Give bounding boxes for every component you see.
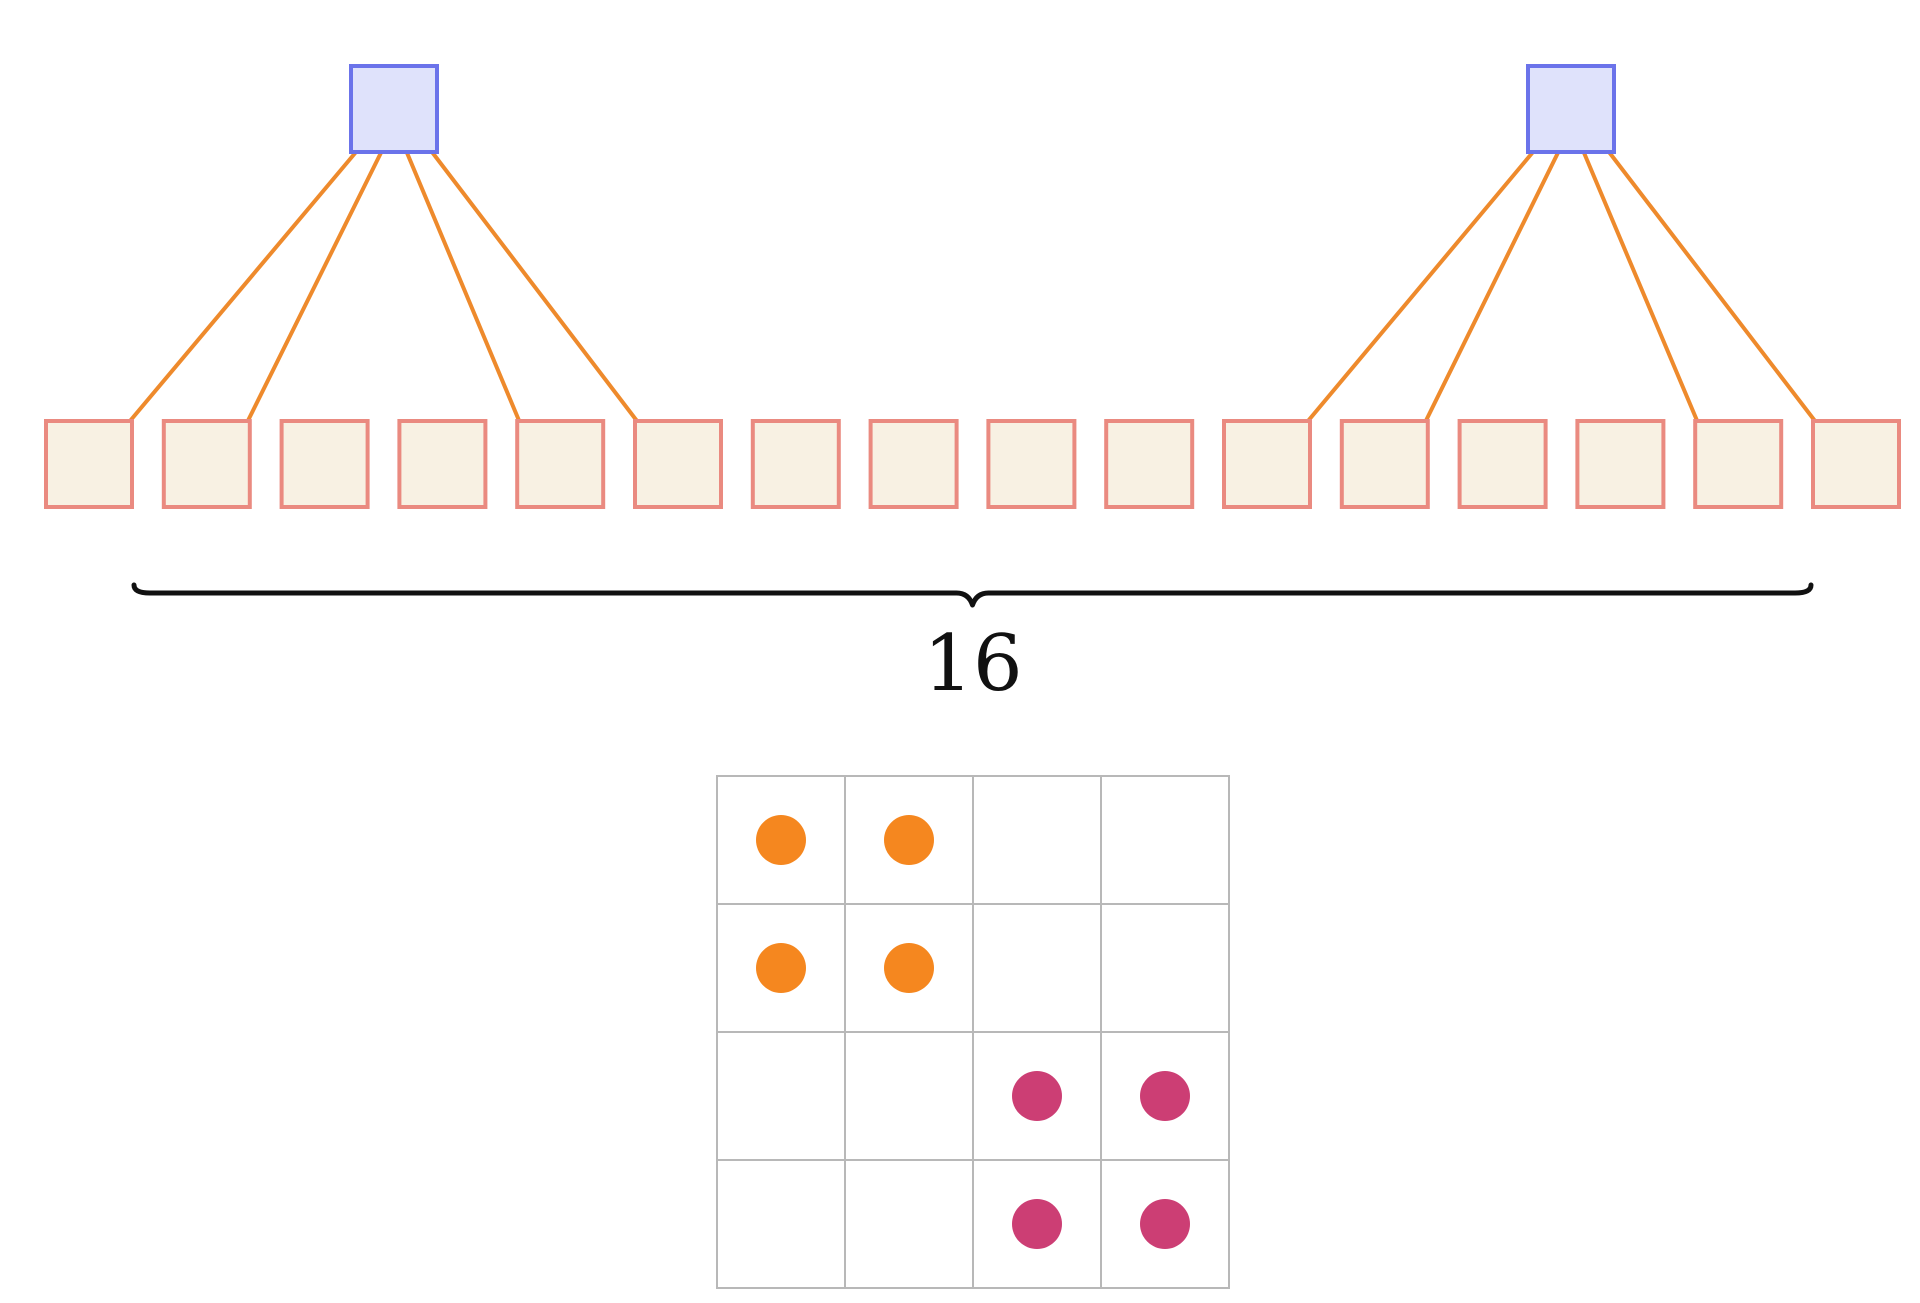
magenta-dot: [1012, 1071, 1062, 1121]
brace-curve: [131, 582, 1814, 608]
parent-node-right: [1526, 64, 1616, 154]
leaf-node: [633, 419, 723, 509]
leaf-node: [279, 419, 370, 509]
grid-cell: [1100, 1159, 1230, 1289]
orange-dot: [884, 943, 934, 993]
tree-edge: [1306, 150, 1535, 423]
leaf-node: [161, 419, 252, 509]
parent-nodes: [349, 64, 1616, 154]
leaf-node: [1457, 419, 1548, 509]
grid-cell: [716, 1031, 846, 1161]
leaf-node: [1811, 419, 1901, 509]
edge-group: [128, 150, 1817, 423]
leaf-node: [1339, 419, 1430, 509]
leaf-row: [44, 419, 1901, 509]
tree-edge: [245, 150, 384, 423]
leaf-node: [868, 419, 959, 509]
grid-cell: [844, 1031, 974, 1161]
orange-dot: [884, 815, 934, 865]
tree-edge: [404, 150, 522, 423]
grid-cell: [972, 1031, 1102, 1161]
leaf-node: [397, 419, 488, 509]
tree-edge: [1581, 150, 1700, 423]
leaf-node: [986, 419, 1077, 509]
grid-cell: [972, 775, 1102, 905]
leaf-node: [1222, 419, 1312, 509]
grid-cell: [716, 1159, 846, 1289]
grid-cell: [844, 1159, 974, 1289]
leaf-node: [515, 419, 606, 509]
brace: 16: [131, 582, 1814, 709]
leaf-node: [44, 419, 134, 509]
grid-cell: [1100, 903, 1230, 1033]
grid-cell: [1100, 775, 1230, 905]
magenta-dot: [1140, 1199, 1190, 1249]
leaf-node: [1575, 419, 1666, 509]
magenta-dot: [1012, 1199, 1062, 1249]
tree-edge: [430, 150, 639, 423]
count-label: 16: [923, 619, 1022, 709]
grid-dots: [756, 815, 1190, 1249]
leaf-node: [1693, 419, 1784, 509]
tree-edge: [1423, 150, 1561, 423]
tree-edge: [1607, 150, 1817, 423]
tree-edge: [128, 150, 358, 423]
leaf-node: [750, 419, 841, 509]
orange-dot: [756, 943, 806, 993]
parent-node-left: [349, 64, 439, 154]
leaf-node: [1104, 419, 1195, 509]
magenta-dot: [1140, 1071, 1190, 1121]
grid-cell: [972, 903, 1102, 1033]
orange-dot: [756, 815, 806, 865]
